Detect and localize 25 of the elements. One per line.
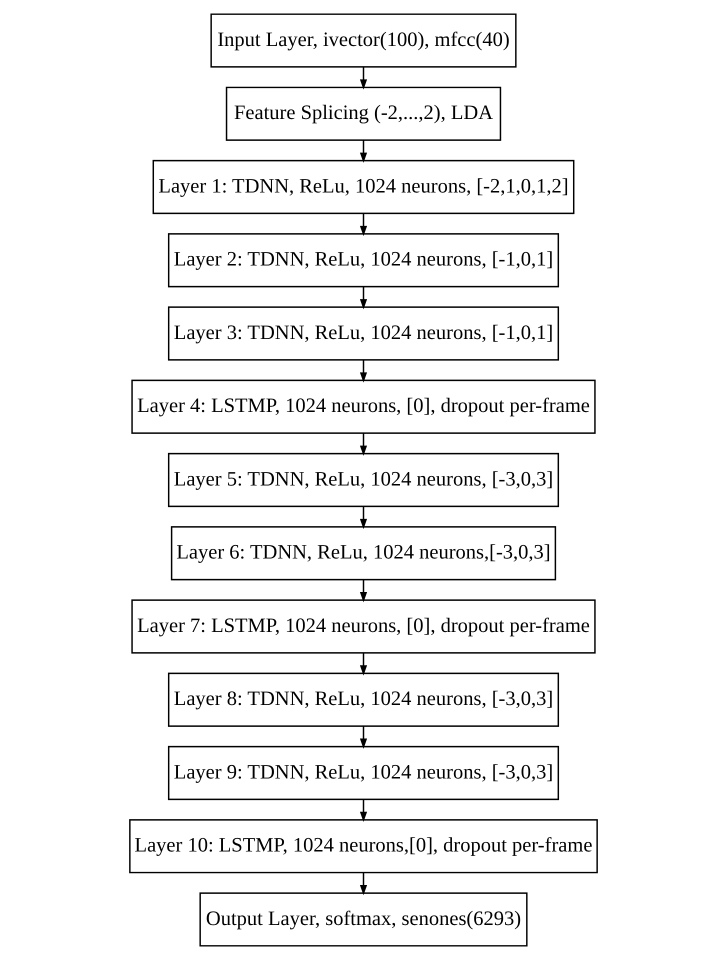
node-box: Layer 3: TDNN, ReLu, 1024 neurons, [-1,0,1] <box>167 306 559 361</box>
node-box: Layer 7: LSTMP, 1024 neurons, [0], dropout per-frame <box>130 599 596 654</box>
arrow <box>359 67 367 90</box>
arrow <box>359 506 367 530</box>
node-box: Layer 1: TDNN, ReLu, 1024 neurons, [-2,1,0,1,2] <box>152 160 574 214</box>
node-box: Feature Splicing (-2,...,2), LDA <box>225 86 501 141</box>
node-box: Output Layer, softmax, senones(6293) <box>198 892 528 947</box>
arrow <box>359 214 367 236</box>
arrow <box>359 652 367 676</box>
arrow <box>359 580 367 602</box>
arrow <box>359 872 367 896</box>
arrow <box>359 799 367 822</box>
node-box: Layer 8: TDNN, ReLu, 1024 neurons, [-3,0,3] <box>167 672 559 727</box>
node-box: Layer 5: TDNN, ReLu, 1024 neurons, [-3,0,3] <box>167 452 559 508</box>
node-box: Input Layer, ivector(100), mfcc(40) <box>210 13 516 68</box>
arrow <box>359 726 367 749</box>
arrow <box>359 140 367 163</box>
arrow <box>359 433 367 456</box>
node-box: Layer 2: TDNN, ReLu, 1024 neurons, [-1,0,1] <box>167 233 559 288</box>
node-box: Layer 4: LSTMP, 1024 neurons, [0], dropout per-frame <box>130 380 596 434</box>
arrow <box>359 286 367 310</box>
arrow <box>359 360 367 383</box>
node-box: Layer 9: TDNN, ReLu, 1024 neurons, [-3,0,3] <box>167 746 559 800</box>
node-box: Layer 6: TDNN, ReLu, 1024 neurons,[-3,0,3] <box>170 526 556 580</box>
node-box: Layer 10: LSTMP, 1024 neurons,[0], dropout per-frame <box>128 819 598 874</box>
